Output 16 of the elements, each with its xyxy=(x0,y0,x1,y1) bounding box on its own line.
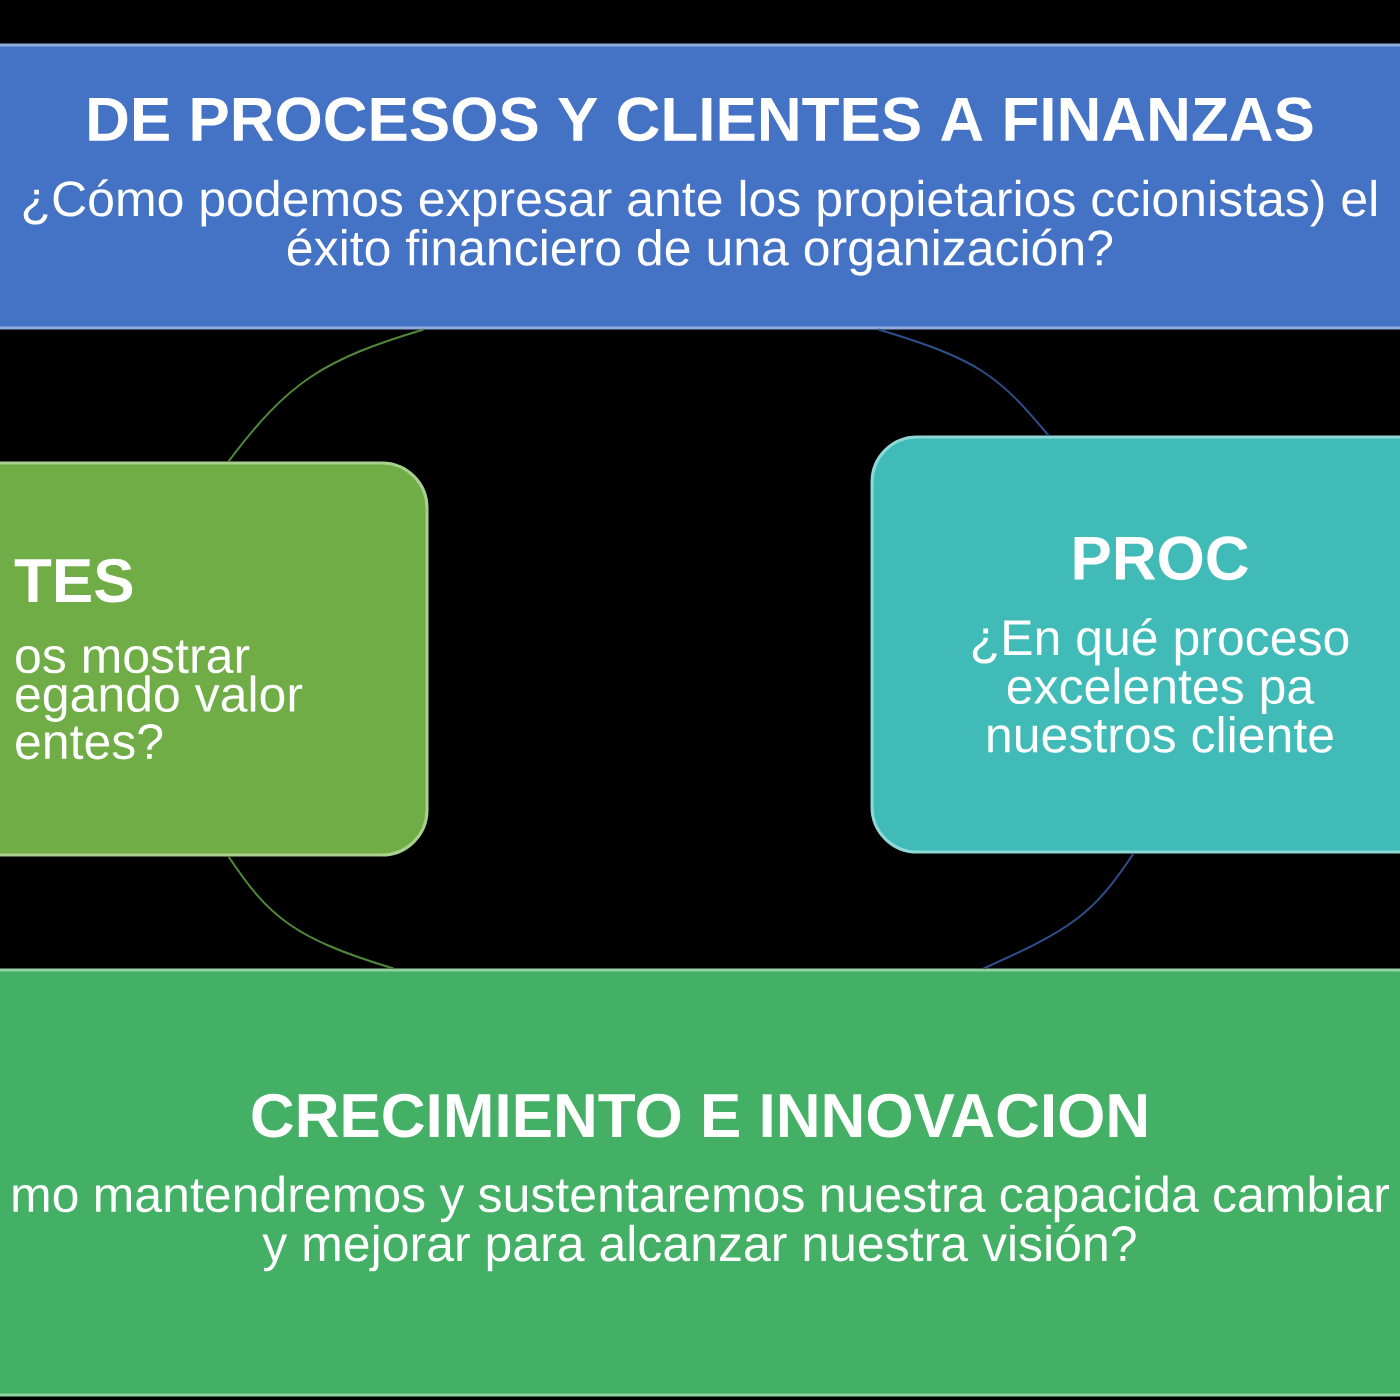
text-box xyxy=(0,43,1400,330)
connector-arc xyxy=(877,328,1050,437)
box-heading: PROC xyxy=(1074,536,1248,581)
box-heading: DE PROCESOS Y CLIENTES A FINANZAS xyxy=(89,97,1313,142)
box-heading: CRECIMIENTO E INNOVACION xyxy=(252,1093,1146,1138)
box-heading: TES xyxy=(14,558,133,603)
text-box xyxy=(870,435,1400,854)
text-box xyxy=(0,461,429,857)
box-text: ¿En qué proceso excelentes pa nuestros cliente xyxy=(972,618,1349,753)
box-text: ¿Cómo podemos expresar ante los propietarios ccionistas) el éxito financiero de una organización? xyxy=(23,179,1376,276)
box-text: os mostrar egando valor entes? xyxy=(16,640,303,760)
box-text: mo mantendremos y sustentaremos nuestra capacida cambiar y mejorar para alcanzar nuestra visión? xyxy=(13,1175,1389,1272)
connector-arc xyxy=(227,855,395,970)
text-box xyxy=(0,968,1400,1397)
connector-arc xyxy=(982,852,1135,970)
connector-arc xyxy=(227,328,425,463)
